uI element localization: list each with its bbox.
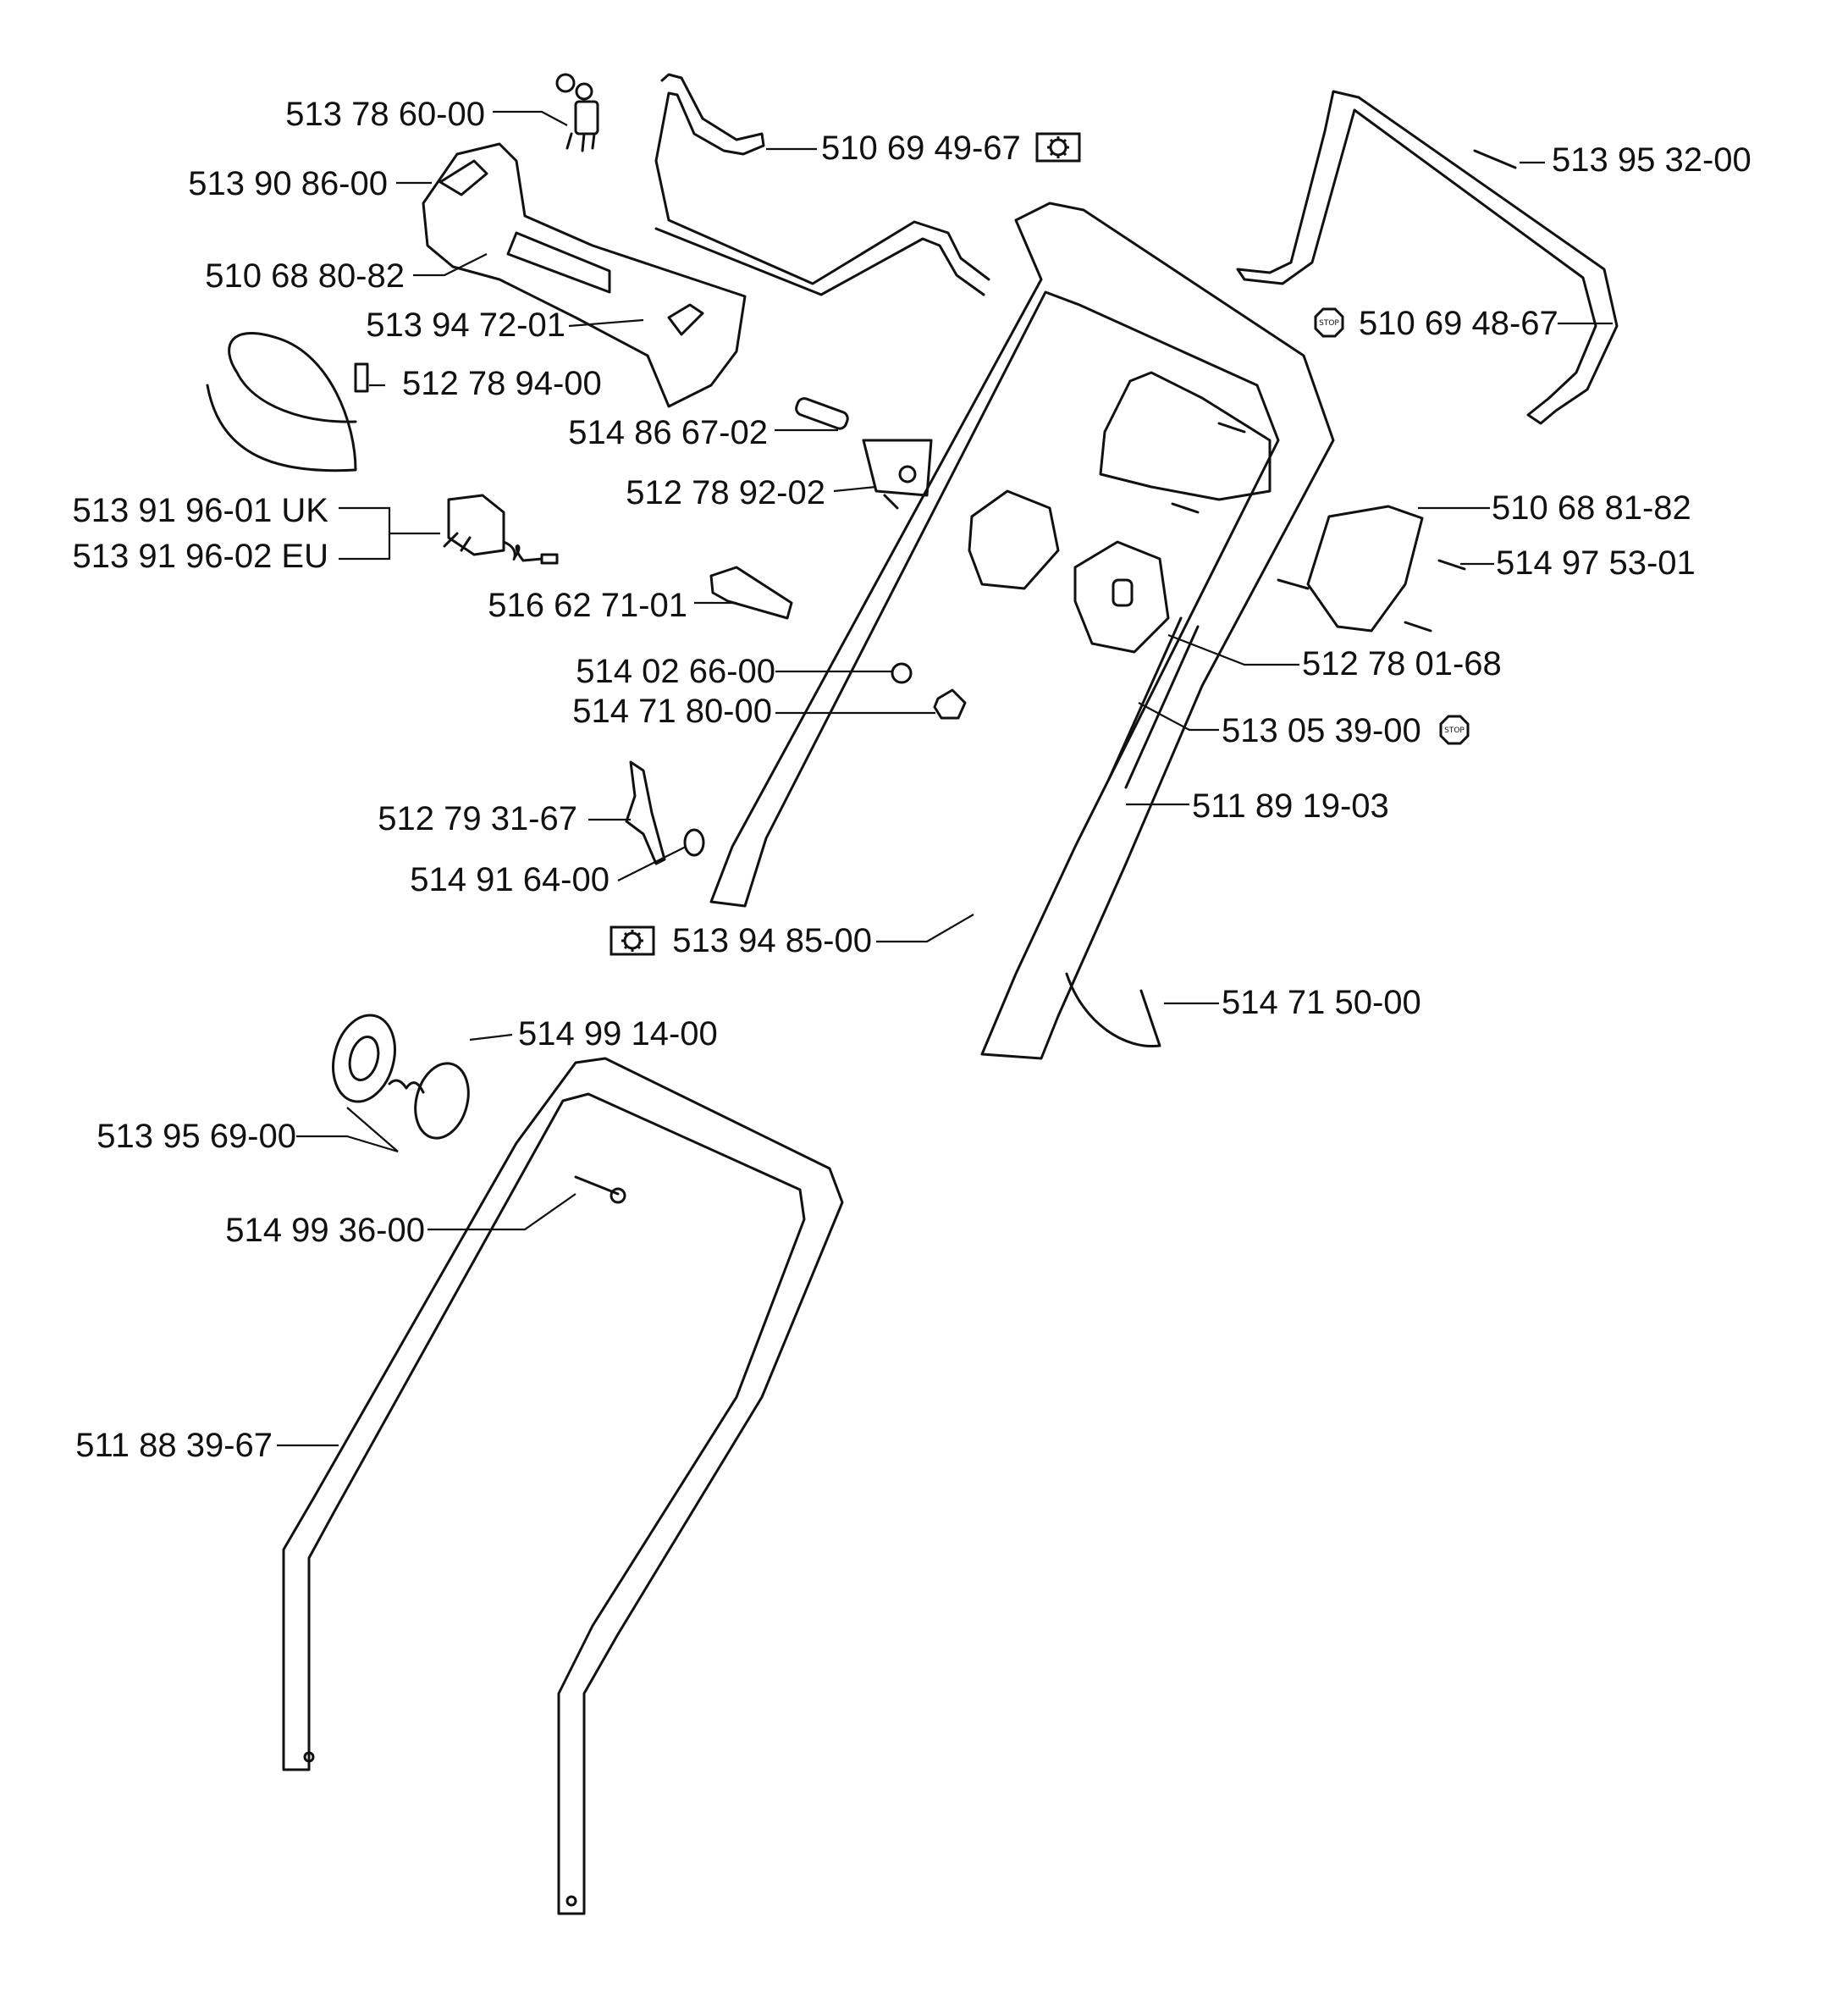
part-label: 513 94 72-01 bbox=[366, 307, 565, 344]
washer-drawing bbox=[891, 662, 913, 684]
stop-text: STOP bbox=[1319, 319, 1339, 328]
bolt-drawing bbox=[574, 1175, 626, 1204]
part-label: 516 62 71-01 bbox=[488, 587, 687, 624]
part-label: 511 88 39-67 bbox=[75, 1427, 273, 1464]
pin-drawing bbox=[795, 397, 849, 430]
nut-drawing bbox=[933, 688, 967, 720]
part-label: 513 95 69-00 bbox=[97, 1118, 296, 1155]
charger-drawing bbox=[443, 494, 559, 565]
part-labels: 513 78 60-00 510 69 49-67 513 95 32-00 5… bbox=[73, 96, 1751, 1464]
wheel-cover-drawing bbox=[332, 1014, 470, 1140]
stop-text: STOP bbox=[1444, 727, 1465, 735]
part-label: 512 78 01-68 bbox=[1302, 645, 1502, 682]
gear-box-icon bbox=[1035, 132, 1081, 163]
part-label: 510 68 81-82 bbox=[1492, 489, 1691, 527]
gear-box-icon bbox=[610, 925, 655, 956]
part-label: 512 78 94-00 bbox=[402, 365, 602, 402]
cable-tie-drawing bbox=[1065, 972, 1161, 1048]
lower-handle-drawing bbox=[282, 1057, 844, 1915]
part-label: 512 79 31-67 bbox=[378, 800, 577, 837]
part-label: 514 71 50-00 bbox=[1222, 984, 1421, 1021]
part-label: 510 69 48-67 bbox=[1359, 305, 1558, 342]
leader-lines bbox=[277, 110, 1613, 1447]
cable-holder-drawing bbox=[709, 566, 793, 620]
part-label: 513 78 60-00 bbox=[285, 96, 485, 133]
key-switch-drawing bbox=[555, 73, 599, 152]
symbols-layer: STOP STOP bbox=[610, 132, 1470, 956]
screws-drawing bbox=[1171, 422, 1466, 633]
part-label: 510 69 49-67 bbox=[821, 130, 1021, 167]
part-label: 511 89 19-03 bbox=[1192, 787, 1389, 825]
part-label: 514 91 64-00 bbox=[410, 861, 610, 898]
handle-grip-left-drawing bbox=[422, 142, 747, 408]
cable-bracket-drawing bbox=[862, 439, 933, 510]
stop-icon: STOP bbox=[1439, 715, 1470, 745]
handle-grip-right-drawing bbox=[1099, 371, 1272, 501]
part-label: 512 78 92-02 bbox=[626, 474, 825, 511]
part-label: 514 02 66-00 bbox=[576, 653, 775, 690]
mount-plate-drawing bbox=[968, 489, 1170, 654]
control-bar-lower-drawing bbox=[1236, 90, 1619, 425]
control-bar-upper-drawing bbox=[654, 73, 990, 296]
cable-coil-drawing bbox=[206, 332, 357, 472]
washer-small-drawing bbox=[683, 828, 705, 857]
decal-strip-drawing bbox=[1473, 149, 1517, 169]
upper-handle-drawing bbox=[709, 202, 1335, 1060]
grip-end-right-drawing bbox=[1306, 505, 1424, 633]
part-label: 514 86 67-02 bbox=[568, 414, 768, 451]
part-label: 513 90 86-00 bbox=[188, 165, 388, 202]
part-label: 513 91 96-02 EU bbox=[73, 538, 328, 575]
part-label: 513 95 32-00 bbox=[1552, 141, 1751, 179]
stop-icon: STOP bbox=[1314, 307, 1344, 338]
drawing-layer bbox=[206, 73, 1619, 1915]
part-label: 514 71 80-00 bbox=[572, 693, 772, 730]
part-label: 514 97 53-01 bbox=[1496, 544, 1696, 582]
wing-knob-drawing bbox=[625, 760, 666, 865]
part-label: 513 94 85-00 bbox=[672, 922, 872, 959]
part-label: 513 91 96-01 UK bbox=[73, 492, 329, 529]
part-label: 513 05 39-00 bbox=[1222, 712, 1421, 749]
part-label: 510 68 80-82 bbox=[205, 257, 405, 295]
part-label: 514 99 14-00 bbox=[518, 1015, 718, 1052]
part-label: 514 99 36-00 bbox=[225, 1212, 425, 1249]
